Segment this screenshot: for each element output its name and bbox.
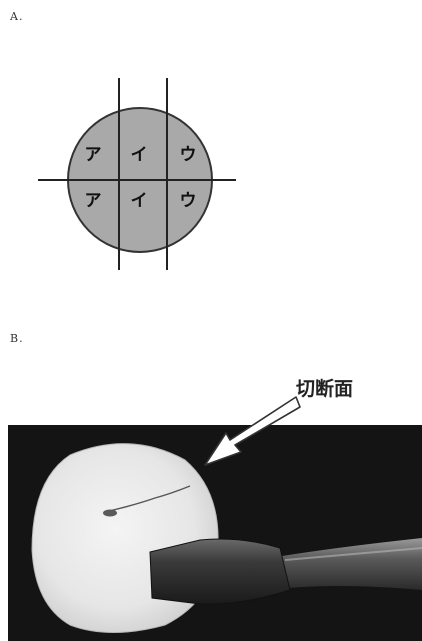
cut-surface-callout: 切断面 (296, 374, 353, 401)
cut-mark-spot (103, 510, 117, 517)
scraper-blade (150, 539, 290, 604)
specimen-disc (32, 444, 218, 633)
